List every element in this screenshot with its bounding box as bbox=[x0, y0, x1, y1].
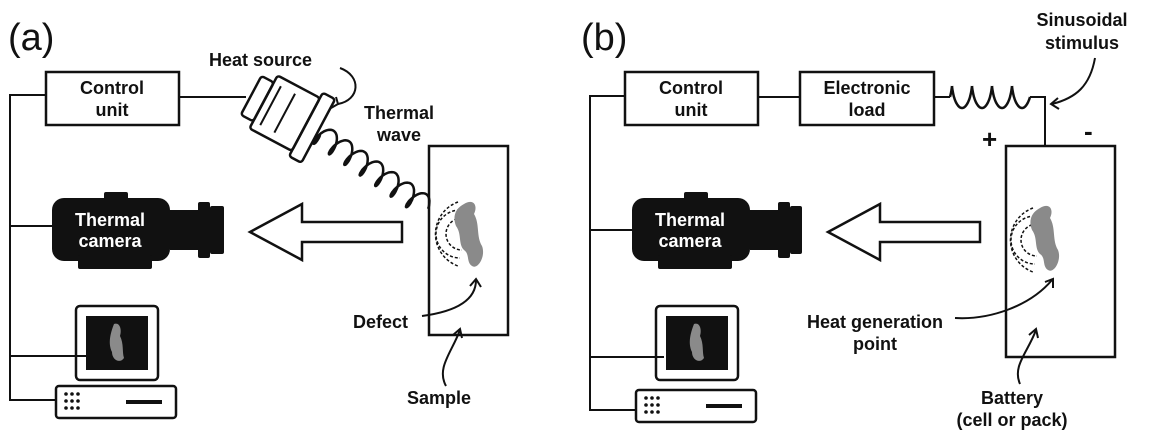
battery-pointer bbox=[1016, 329, 1037, 385]
panel-a-control-unit-label-1: Control bbox=[80, 78, 144, 98]
sample-box bbox=[427, 144, 510, 337]
panel-b-control-unit-label-2: unit bbox=[675, 100, 708, 120]
computer-base-icon bbox=[634, 388, 758, 424]
defect-label: Defect bbox=[353, 312, 408, 332]
panel-a-tag: (a) bbox=[8, 17, 54, 59]
computer-base-icon bbox=[54, 384, 178, 420]
sine-wave-icon bbox=[948, 85, 1032, 110]
panel-b-wiring bbox=[589, 95, 1046, 411]
panel-b-camera-label-1: Thermal bbox=[655, 210, 725, 230]
panel-a-control-unit: Control unit bbox=[44, 70, 181, 127]
heat-generation-shape bbox=[1030, 205, 1060, 271]
panel-b-ir-arrow bbox=[825, 201, 982, 263]
battery-box bbox=[1004, 144, 1117, 359]
battery-terminal-minus: - bbox=[1084, 116, 1093, 146]
defect-pointer bbox=[421, 279, 477, 317]
thermal-camera-icon: Thermal camera bbox=[632, 192, 802, 269]
battery-label-1: Battery bbox=[981, 388, 1043, 408]
panel-a-camera-label-1: Thermal bbox=[75, 210, 145, 230]
electronic-load-box: Electronic load bbox=[798, 70, 936, 127]
panel-a-ir-arrow bbox=[247, 201, 404, 263]
panel-b-tag: (b) bbox=[581, 17, 627, 59]
panel-b: (b) Control unit Electronic load Sinusoi… bbox=[581, 10, 1128, 430]
heat-point-label-2: point bbox=[853, 334, 897, 354]
thermal-wave-icon bbox=[312, 128, 431, 210]
sample-label: Sample bbox=[407, 388, 471, 408]
stimulus-label-1: Sinusoidal bbox=[1036, 10, 1127, 30]
computer-monitor-icon bbox=[74, 304, 160, 382]
panel-a-defect-shape bbox=[454, 201, 484, 267]
panel-b-camera-label-2: camera bbox=[658, 231, 722, 251]
stimulus-pointer bbox=[1051, 57, 1096, 105]
computer-monitor-icon bbox=[654, 304, 740, 382]
battery-terminal-plus: + bbox=[982, 124, 997, 154]
stimulus-label-2: stimulus bbox=[1045, 33, 1119, 53]
panel-a-wiring bbox=[9, 94, 246, 401]
panel-b-control-unit-label-1: Control bbox=[659, 78, 723, 98]
electronic-load-label-2: load bbox=[848, 100, 885, 120]
sample-pointer bbox=[441, 329, 461, 387]
electronic-load-label-1: Electronic bbox=[823, 78, 910, 98]
heat-source-icon bbox=[240, 75, 336, 164]
thermal-wave-label-2: wave bbox=[376, 125, 421, 145]
panel-b-control-unit: Control unit bbox=[623, 70, 760, 127]
heat-point-pointer bbox=[954, 279, 1053, 320]
panel-a-camera-label-2: camera bbox=[78, 231, 142, 251]
heat-source-label: Heat source bbox=[209, 50, 312, 70]
heat-point-label-1: Heat generation bbox=[807, 312, 943, 332]
battery-label-2: (cell or pack) bbox=[956, 410, 1067, 430]
panel-a-control-unit-label-2: unit bbox=[96, 100, 129, 120]
heat-source-pointer bbox=[337, 67, 357, 105]
panel-a: (a) Control unit Heat source Thermal wav… bbox=[8, 17, 510, 420]
thermal-wave-label-1: Thermal bbox=[364, 103, 434, 123]
thermal-camera-icon: Thermal camera bbox=[52, 192, 224, 269]
